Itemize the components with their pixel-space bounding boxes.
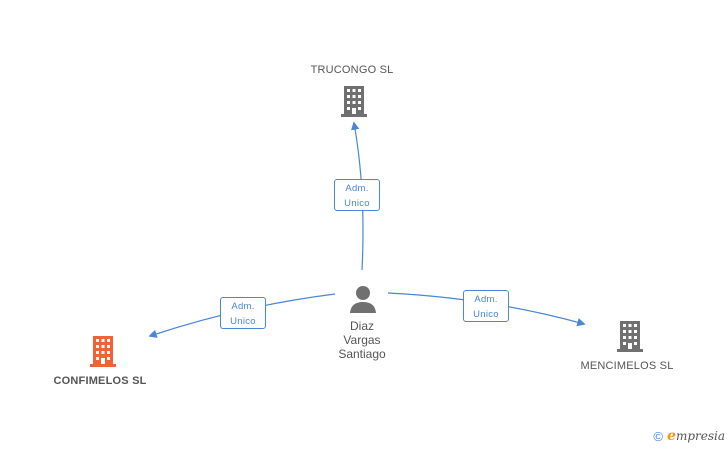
edge-label-trucongo[interactable]: Adm. Unico [334, 179, 380, 211]
edge-role: Unico [473, 309, 499, 320]
person-name-line: Santiago [338, 347, 386, 361]
edge-label-confimelos[interactable]: Adm. Unico [220, 297, 266, 329]
person-icon[interactable] [348, 284, 378, 314]
building-icon[interactable] [338, 84, 370, 118]
person-name-line: Vargas [343, 333, 381, 347]
edge-role: Unico [230, 316, 256, 327]
company-label-trucongo[interactable]: TRUCONGO SL [310, 64, 394, 76]
empresia-watermark: © empresia [653, 428, 725, 444]
brand-name: mpresia [675, 429, 725, 443]
person-name[interactable]: Diaz Vargas Santiago [338, 319, 385, 361]
company-label-confimelos[interactable]: CONFIMELOS SL [53, 375, 147, 387]
company-label-mencimelos[interactable]: MENCIMELOS SL [580, 360, 674, 372]
building-icon[interactable] [614, 319, 646, 353]
edge-label-mencimelos[interactable]: Adm. Unico [463, 290, 509, 322]
edge-role: Adm. [231, 301, 255, 312]
empresia-logo: empresia [667, 428, 725, 444]
edge-role: Adm. [474, 294, 498, 305]
edge-role: Adm. [345, 183, 369, 194]
brand-initial: e [667, 428, 676, 444]
edge-role: Unico [344, 198, 370, 209]
copyright-symbol: © [653, 428, 664, 444]
person-name-line: Diaz [349, 319, 374, 333]
building-icon[interactable] [87, 334, 119, 368]
